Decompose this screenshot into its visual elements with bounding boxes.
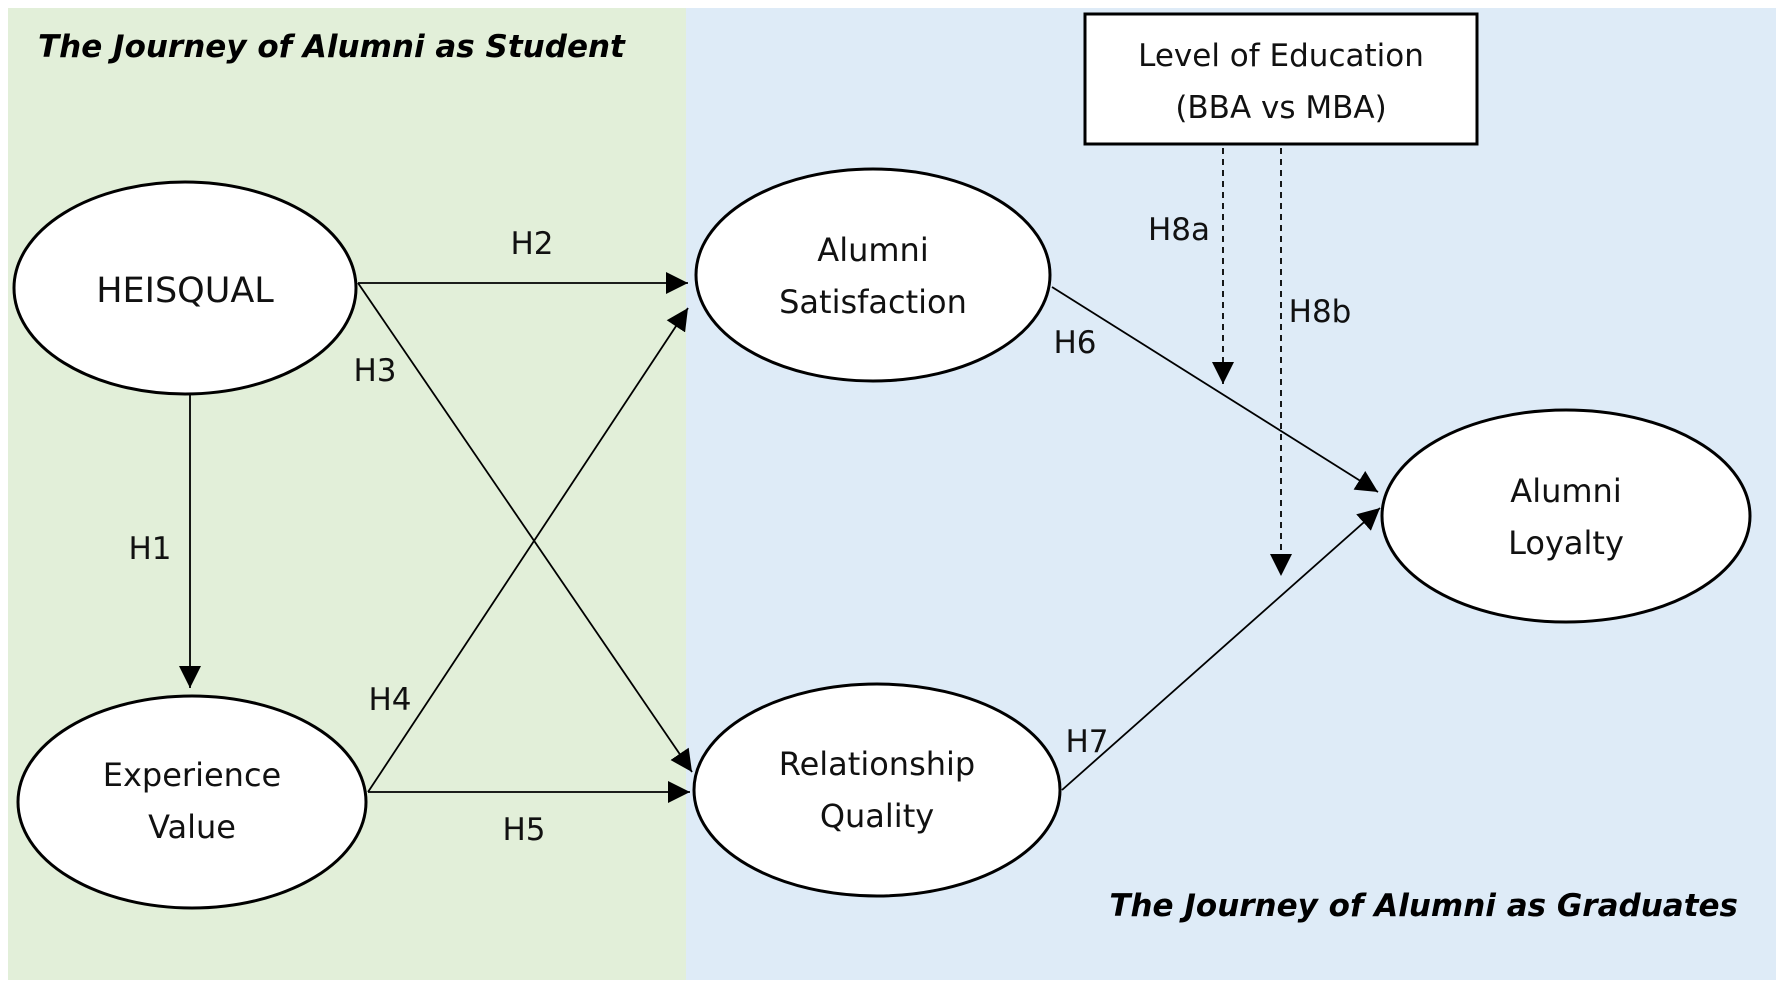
node-relationship-quality <box>692 682 1062 898</box>
path-h7-relationship-to-loyalty <box>1061 507 1381 791</box>
hypothesis-label-h8a: H8a <box>1148 212 1210 248</box>
node-alumni-loyalty-line2: Loyalty <box>1508 524 1624 562</box>
node-alumni-loyalty-line1: Alumni <box>1510 472 1621 510</box>
node-relationship-quality-line2: Quality <box>820 797 934 835</box>
hypothesis-label-h8b: H8b <box>1289 294 1352 330</box>
node-relationship-quality-line1: Relationship <box>779 745 975 783</box>
hypothesis-label-h6: H6 <box>1053 325 1096 361</box>
path-h3-heisqual-to-relationship <box>357 282 693 773</box>
path-h4-experience-to-satisfaction <box>367 307 689 793</box>
node-experience-value-line2: Value <box>148 808 236 846</box>
hypothesis-label-h2: H2 <box>510 226 553 262</box>
hypothesis-label-h4: H4 <box>368 682 411 718</box>
hypothesis-label-h3: H3 <box>353 353 396 389</box>
node-experience-value-line1: Experience <box>103 756 281 794</box>
path-h6-satisfaction-to-loyalty <box>1051 286 1379 493</box>
node-alumni-satisfaction <box>694 167 1052 383</box>
moderator-box <box>1083 12 1479 146</box>
node-alumni-loyalty <box>1380 408 1752 624</box>
graduate-phase-title: The Journey of Alumni as Graduates <box>1109 888 1738 924</box>
moderator-label-line1: Level of Education <box>1138 38 1424 74</box>
node-experience-value <box>16 694 368 910</box>
hypothesis-label-h5: H5 <box>502 812 545 848</box>
node-alumni-satisfaction-line2: Satisfaction <box>779 283 967 321</box>
hypothesis-label-h7: H7 <box>1065 724 1108 760</box>
hypothesis-label-h1: H1 <box>128 531 171 567</box>
moderator-label-line2: (BBA vs MBA) <box>1175 90 1386 126</box>
student-phase-title: The Journey of Alumni as Student <box>38 29 626 65</box>
node-heisqual <box>12 180 358 396</box>
node-heisqual-label: HEISQUAL <box>96 271 274 311</box>
node-alumni-satisfaction-line1: Alumni <box>817 231 928 269</box>
